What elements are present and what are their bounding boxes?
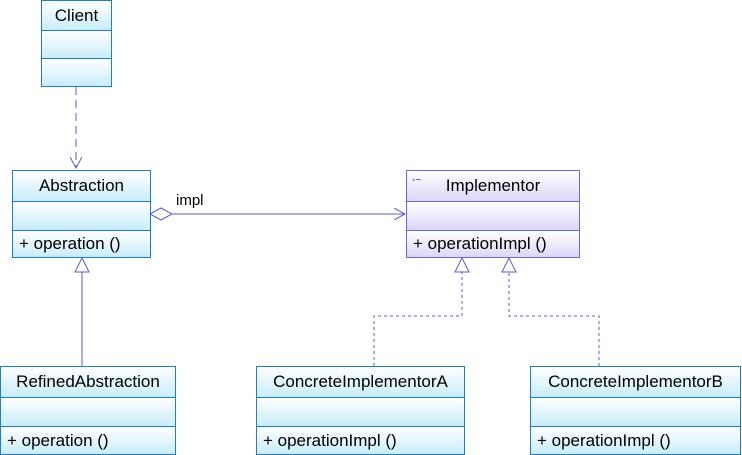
class-refined-abstraction-operation: + operation () bbox=[1, 426, 175, 454]
generalization-triangle bbox=[74, 256, 90, 273]
class-client[interactable]: Client bbox=[41, 0, 112, 87]
class-implementor-header: ◦− Implementor bbox=[407, 171, 579, 201]
class-concrete-implementor-a-attributes bbox=[257, 397, 464, 426]
class-implementor-name: Implementor bbox=[445, 176, 541, 195]
class-concrete-implementor-a-name: ConcreteImplementorA bbox=[257, 367, 464, 397]
class-concrete-implementor-b-operation: + operationImpl () bbox=[531, 426, 740, 454]
class-client-operations bbox=[42, 58, 111, 86]
aggregation-diamond bbox=[148, 207, 174, 221]
class-refined-abstraction-attributes bbox=[1, 397, 175, 426]
class-concrete-implementor-a[interactable]: ConcreteImplementorA + operationImpl () bbox=[256, 366, 465, 455]
class-abstraction[interactable]: Abstraction + operation () bbox=[12, 170, 151, 258]
class-concrete-implementor-b-name: ConcreteImplementorB bbox=[531, 367, 740, 397]
realization-triangle-a bbox=[454, 256, 470, 273]
class-refined-abstraction[interactable]: RefinedAbstraction + operation () bbox=[0, 366, 176, 455]
impl-association-label: impl bbox=[176, 192, 204, 209]
class-concrete-implementor-b[interactable]: ConcreteImplementorB + operationImpl () bbox=[530, 366, 741, 455]
realization-concrete-a bbox=[373, 272, 463, 366]
class-client-name: Client bbox=[42, 1, 111, 30]
class-refined-abstraction-name: RefinedAbstraction bbox=[1, 367, 175, 397]
interface-icon: ◦− bbox=[412, 175, 422, 186]
class-concrete-implementor-a-operation: + operationImpl () bbox=[257, 426, 464, 454]
class-client-attributes bbox=[42, 30, 111, 58]
class-implementor-operation: + operationImpl () bbox=[407, 230, 579, 257]
realization-concrete-b bbox=[508, 272, 600, 366]
class-abstraction-name: Abstraction bbox=[13, 171, 150, 201]
class-implementor-attributes bbox=[407, 201, 579, 230]
class-implementor[interactable]: ◦− Implementor + operationImpl () bbox=[406, 170, 580, 258]
realization-triangle-b bbox=[501, 256, 517, 273]
class-concrete-implementor-b-attributes bbox=[531, 397, 740, 426]
class-abstraction-operation: + operation () bbox=[13, 230, 150, 257]
class-abstraction-attributes bbox=[13, 201, 150, 230]
